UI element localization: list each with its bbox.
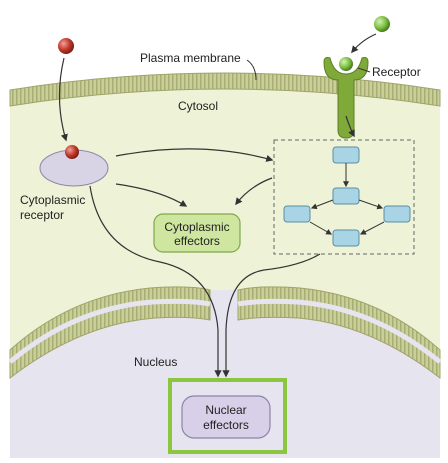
nuclear-effectors-label-line2: effectors bbox=[203, 418, 249, 432]
plasma-membrane-label: Plasma membrane bbox=[140, 51, 241, 65]
cytoplasmic-receptor-label-line2: receptor bbox=[20, 208, 64, 222]
nuclear-envelope-left-gap bbox=[8, 298, 211, 364]
plasma-membrane bbox=[9, 72, 441, 107]
signaling-pathway-box bbox=[273, 139, 415, 255]
nuclear-envelope-left bbox=[9, 286, 211, 380]
nucleus-label: Nucleus bbox=[134, 355, 177, 369]
pathway-node-2 bbox=[332, 187, 360, 205]
cytoplasmic-effectors-label-line2: effectors bbox=[174, 234, 220, 248]
nuclear-effectors-box bbox=[181, 395, 271, 439]
cyto-receptor-to-pathway-arrow bbox=[115, 148, 274, 162]
pathway-node-5 bbox=[332, 229, 360, 247]
nuclear-effectors-highlight bbox=[168, 378, 287, 454]
cytosol-label: Cytosol bbox=[178, 99, 218, 113]
pathway-node-1 bbox=[332, 146, 360, 164]
red-ligand bbox=[58, 38, 74, 54]
red-ligand-entry-arrow bbox=[58, 57, 68, 142]
bound-red-ligand bbox=[65, 145, 79, 159]
pathway-node-4 bbox=[383, 205, 411, 223]
cytoplasmic-receptor-label-line1: Cytoplasmic bbox=[20, 193, 85, 207]
green-ligand bbox=[374, 16, 390, 32]
pathway-to-nucleus-arrow bbox=[222, 253, 321, 378]
cyto-receptor-to-nucleus-arrow bbox=[89, 185, 222, 378]
cytoplasmic-effectors-box bbox=[153, 213, 241, 253]
cyto-receptor-to-effectors-arrow bbox=[115, 183, 188, 207]
ligand-to-receptor-arrow bbox=[351, 33, 377, 54]
pathway-to-effectors-arrow bbox=[235, 177, 273, 206]
pathway-arrow-4-5 bbox=[359, 221, 385, 235]
membrane-receptor bbox=[323, 57, 369, 139]
nuclear-envelope-right-gap bbox=[237, 298, 442, 364]
receptor-leader bbox=[357, 67, 371, 73]
plasma-membrane-leader bbox=[246, 59, 257, 81]
receptor-to-pathway-arrow bbox=[345, 115, 355, 138]
nuclear-effectors-label-line1: Nuclear bbox=[205, 403, 246, 417]
pathway-node-3 bbox=[283, 205, 311, 223]
nuclear-envelope-right bbox=[237, 286, 441, 380]
pathway-nodes bbox=[283, 146, 411, 247]
pathway-arrow-2-3 bbox=[310, 199, 334, 210]
receptor-label: Receptor bbox=[372, 65, 421, 79]
bound-green-ligand bbox=[339, 57, 353, 71]
pathway-arrow-3-5 bbox=[309, 221, 333, 235]
cytoplasmic-effectors-label-line1: Cytoplasmic bbox=[164, 220, 229, 234]
pathway-arrow-2-4 bbox=[358, 199, 384, 210]
